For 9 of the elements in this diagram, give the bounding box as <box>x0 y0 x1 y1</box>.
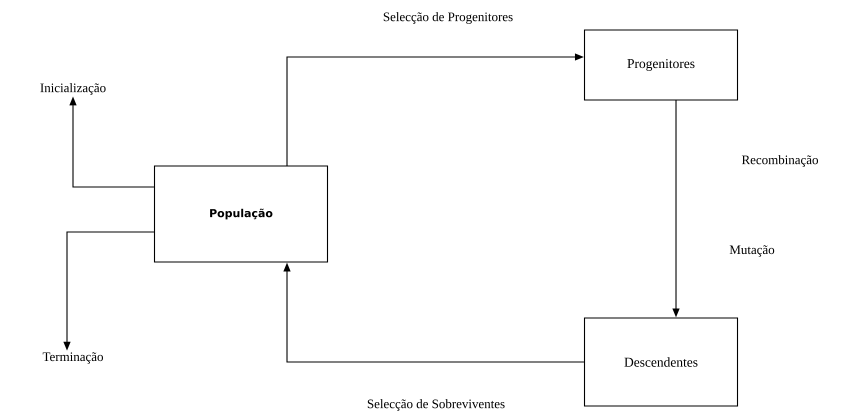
process-box: População <box>154 165 328 263</box>
process-box: Descendentes <box>584 317 738 407</box>
node-text: Inicialização <box>40 83 106 95</box>
step-label: Recombinação <box>742 155 818 167</box>
edge-label: Selecção de Sobreviventes <box>366 398 506 412</box>
edge-label: Selecção de Progenitores <box>382 11 514 25</box>
step-label: Mutação <box>730 245 774 257</box>
process-box: Progenitores <box>584 29 738 101</box>
node-text: Terminação <box>42 352 103 364</box>
